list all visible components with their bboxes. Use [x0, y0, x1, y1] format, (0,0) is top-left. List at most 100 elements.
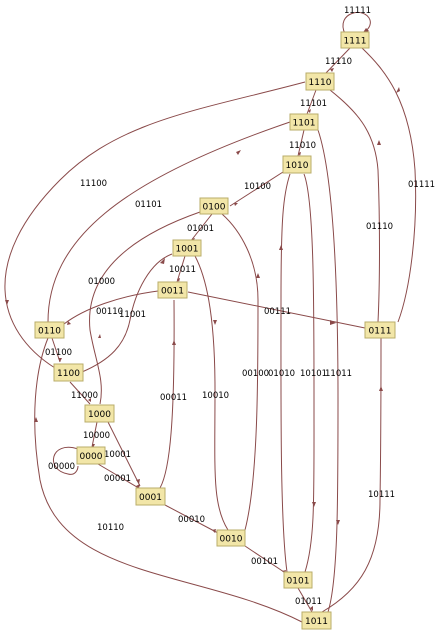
node-0000: 0000 [76, 446, 106, 465]
arrowhead-10100 [234, 203, 238, 206]
edge-10110 [34, 337, 303, 623]
edge-10111 [321, 337, 382, 613]
edge-label-01111: 01111 [408, 180, 435, 190]
edge-01010 [280, 173, 291, 573]
edge-10011 [176, 255, 186, 283]
arrowhead-01000 [98, 334, 101, 338]
node-label-0100: 0100 [203, 203, 226, 213]
node-0010: 0010 [216, 529, 246, 547]
edge-11100 [4, 81, 306, 369]
nodes: 1111 1110 1101 1010 0100 1001 0011 0110 [34, 31, 396, 630]
arrowhead-10111 [379, 386, 383, 391]
node-label-0011: 0011 [161, 287, 184, 297]
node-box-1111 [340, 31, 370, 49]
arrowhead-10101 [312, 502, 316, 507]
node-box-0100 [199, 197, 229, 215]
arrowhead-10010 [213, 320, 217, 325]
arrowhead-11110 [330, 68, 334, 72]
node-label-0001: 0001 [139, 493, 162, 503]
node-box-1010 [282, 155, 312, 174]
edge-11011 [317, 129, 339, 613]
arrowhead-01100 [58, 358, 62, 362]
node-0110: 0110 [34, 321, 65, 339]
node-box-1110 [305, 72, 335, 91]
node-1000: 1000 [84, 404, 115, 423]
node-box-0001 [135, 487, 166, 506]
edge-10010 [194, 255, 229, 531]
edge-label-10010: 10010 [202, 391, 229, 401]
node-label-1101: 1101 [293, 119, 316, 129]
node-label-1000: 1000 [88, 410, 111, 420]
node-label-1100: 1100 [57, 369, 80, 379]
edge-01101 [47, 121, 291, 323]
edge-label-11100: 11100 [80, 179, 107, 189]
edge-00010 [164, 504, 219, 534]
edge-01111 [361, 47, 417, 323]
arrowhead-01010 [279, 245, 283, 250]
arrowhead-01110 [377, 140, 381, 145]
edge-11001 [81, 253, 173, 373]
edge-11000 [69, 381, 91, 405]
node-label-0010: 0010 [220, 535, 243, 545]
edge-label-10001: 10001 [104, 450, 131, 460]
edge-label-11000: 11000 [71, 391, 98, 401]
edge-label-01010: 01010 [268, 369, 295, 379]
node-box-1011 [301, 611, 332, 630]
edge-label-01000: 01000 [88, 277, 115, 287]
node-label-1001: 1001 [176, 245, 199, 255]
edge-10100 [229, 171, 284, 207]
edge-10101 [303, 173, 315, 573]
node-box-0111 [364, 321, 396, 339]
edge-01110 [329, 89, 380, 323]
node-1100: 1100 [53, 363, 84, 382]
arrowhead-11000 [88, 398, 91, 402]
node-1001: 1001 [172, 239, 202, 257]
arrowhead-11001 [160, 258, 165, 264]
edge-label-01110: 01110 [366, 222, 393, 232]
node-box-0010 [216, 529, 246, 547]
edge-label-11010: 11010 [289, 141, 316, 151]
arrowhead-11011 [336, 520, 340, 525]
arrowheads [5, 28, 400, 611]
edge-label-00110: 00110 [96, 307, 123, 317]
node-1101: 1101 [289, 113, 319, 131]
edges: 11111 11110 11101 11010 10100 01001 1001… [4, 6, 435, 623]
arrowhead-00110 [67, 321, 71, 325]
edge-10000 [91, 421, 98, 448]
edge-label-10100: 10100 [244, 182, 271, 192]
node-label-1011: 1011 [305, 617, 328, 627]
edge-label-10111: 10111 [368, 490, 395, 500]
node-1111: 1111 [340, 31, 370, 49]
arrowhead-11101 [308, 109, 311, 113]
node-box-1001 [172, 239, 202, 257]
node-label-1110: 1110 [309, 78, 332, 88]
arrowhead-10011 [177, 278, 180, 282]
edge-01001 [189, 213, 213, 243]
arrowhead-00001 [136, 484, 140, 488]
node-0100: 0100 [199, 197, 229, 215]
edge-label-10000: 10000 [83, 431, 110, 441]
node-box-0000 [76, 446, 106, 465]
node-1010: 1010 [282, 155, 312, 174]
node-label-0101: 0101 [287, 577, 310, 587]
arrowhead-11010 [298, 152, 301, 156]
arrowhead-10001 [136, 479, 140, 484]
edge-label-01100: 01100 [45, 348, 72, 358]
node-0101: 0101 [283, 571, 313, 589]
edge-label-11001: 11001 [119, 310, 146, 320]
edge-01000 [89, 211, 201, 405]
node-box-1100 [53, 363, 84, 382]
edge-00011 [159, 299, 175, 489]
node-label-1111: 1111 [344, 37, 367, 47]
edge-00100 [221, 213, 259, 531]
edge-label-00100: 00100 [242, 369, 269, 379]
edge-11101 [306, 89, 317, 115]
edge-label-11111: 11111 [344, 6, 371, 16]
edge-label-01011: 01011 [295, 597, 322, 607]
node-label-0110: 0110 [38, 327, 61, 337]
node-1011: 1011 [301, 611, 332, 630]
edge-11010 [297, 129, 305, 157]
edge-label-11110: 11110 [325, 57, 352, 67]
node-0011: 0011 [157, 281, 188, 299]
